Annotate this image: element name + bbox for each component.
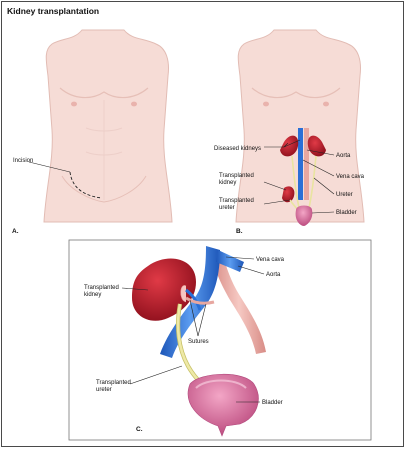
label-transplanted-kidney-b-2: kidney bbox=[219, 180, 236, 186]
vena-cava-c bbox=[160, 246, 220, 358]
panel-c-frame bbox=[68, 239, 372, 441]
label-vena-cava-c: Vena cava bbox=[256, 257, 285, 263]
aorta-c bbox=[212, 252, 266, 354]
label-transplanted-kidney-c-1: Transplanted bbox=[84, 285, 119, 291]
label-aorta-b: Aorta bbox=[336, 153, 351, 159]
bladder-b bbox=[295, 205, 313, 226]
label-sutures: Sutures bbox=[188, 339, 209, 345]
label-transplanted-ureter-c-1: Transplanted bbox=[96, 380, 131, 386]
label-aorta-c: Aorta bbox=[266, 272, 281, 278]
label-diseased-kidneys: Diseased kidneys bbox=[214, 146, 261, 152]
incision-mark bbox=[69, 171, 103, 199]
label-vena-cava-b: Vena cava bbox=[336, 174, 365, 180]
label-transplanted-ureter-c-2: ureter bbox=[96, 387, 112, 393]
panel-b-leaders bbox=[263, 139, 335, 214]
bladder-c bbox=[187, 373, 259, 437]
label-transplanted-kidney-c-2: kidney bbox=[84, 292, 101, 298]
label-transplanted-ureter-b-2: ureter bbox=[219, 205, 235, 211]
incision-leader bbox=[28, 161, 71, 173]
panel-b-torso bbox=[235, 29, 365, 223]
label-bladder-c: Bladder bbox=[262, 400, 283, 406]
aorta-b bbox=[304, 128, 309, 200]
label-bladder-b: Bladder bbox=[336, 210, 357, 216]
panel-b-letter: B. bbox=[236, 228, 243, 235]
label-ureter-b: Ureter bbox=[336, 192, 353, 198]
panel-c-organs bbox=[132, 246, 266, 437]
panel-a-torso bbox=[43, 29, 173, 223]
panel-a-letter: A. bbox=[12, 228, 19, 235]
label-transplanted-kidney-b-1: Transplanted bbox=[219, 173, 254, 179]
panel-c-letter: C. bbox=[136, 426, 143, 433]
panel-c-leaders bbox=[121, 256, 265, 403]
transplanted-kidney-b bbox=[282, 186, 295, 203]
label-incision: Incision bbox=[13, 158, 33, 164]
vena-cava-b bbox=[298, 128, 303, 200]
figure-title: Kidney transplantation bbox=[7, 6, 99, 16]
label-transplanted-ureter-b-1: Transplanted bbox=[219, 198, 254, 204]
diseased-kidney-left bbox=[280, 135, 299, 157]
